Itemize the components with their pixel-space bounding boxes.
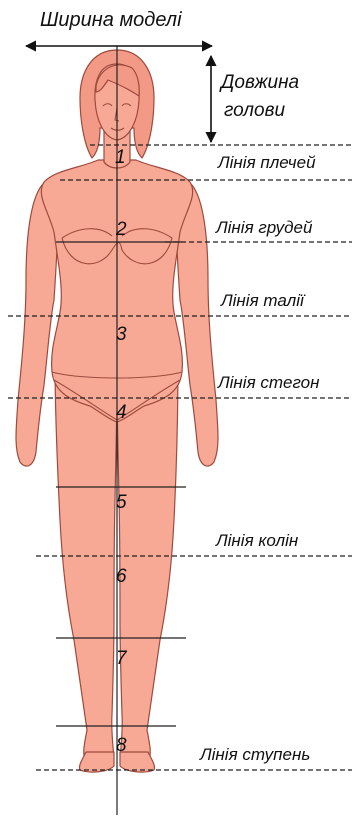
model-width-label: Ширина моделі xyxy=(40,9,182,31)
right-arm xyxy=(176,185,218,466)
waist-label: Лінія талії xyxy=(220,291,306,310)
segment-number-3: 3 xyxy=(116,324,127,345)
left-leg xyxy=(55,360,117,766)
segment-number-6: 6 xyxy=(116,566,127,587)
head-length-label-line1: Довжина xyxy=(219,72,299,93)
head-length-label-line2: голови xyxy=(224,100,286,121)
chest-label: Лінія грудей xyxy=(215,218,313,237)
left-arm xyxy=(16,185,58,466)
shoulders-label: Лінія плечей xyxy=(217,153,316,172)
segment-number-2: 2 xyxy=(115,219,127,240)
segment-number-4: 4 xyxy=(116,402,127,423)
left-foot xyxy=(79,752,114,772)
feet-label: Лінія ступень xyxy=(199,745,310,764)
segment-number-1: 1 xyxy=(115,147,126,168)
knees-label: Лінія колін xyxy=(215,531,299,550)
segment-number-5: 5 xyxy=(116,492,127,513)
hips-label: Лінія стегон xyxy=(217,373,320,392)
segment-number-8: 8 xyxy=(116,735,127,756)
segment-number-7: 7 xyxy=(116,648,128,669)
